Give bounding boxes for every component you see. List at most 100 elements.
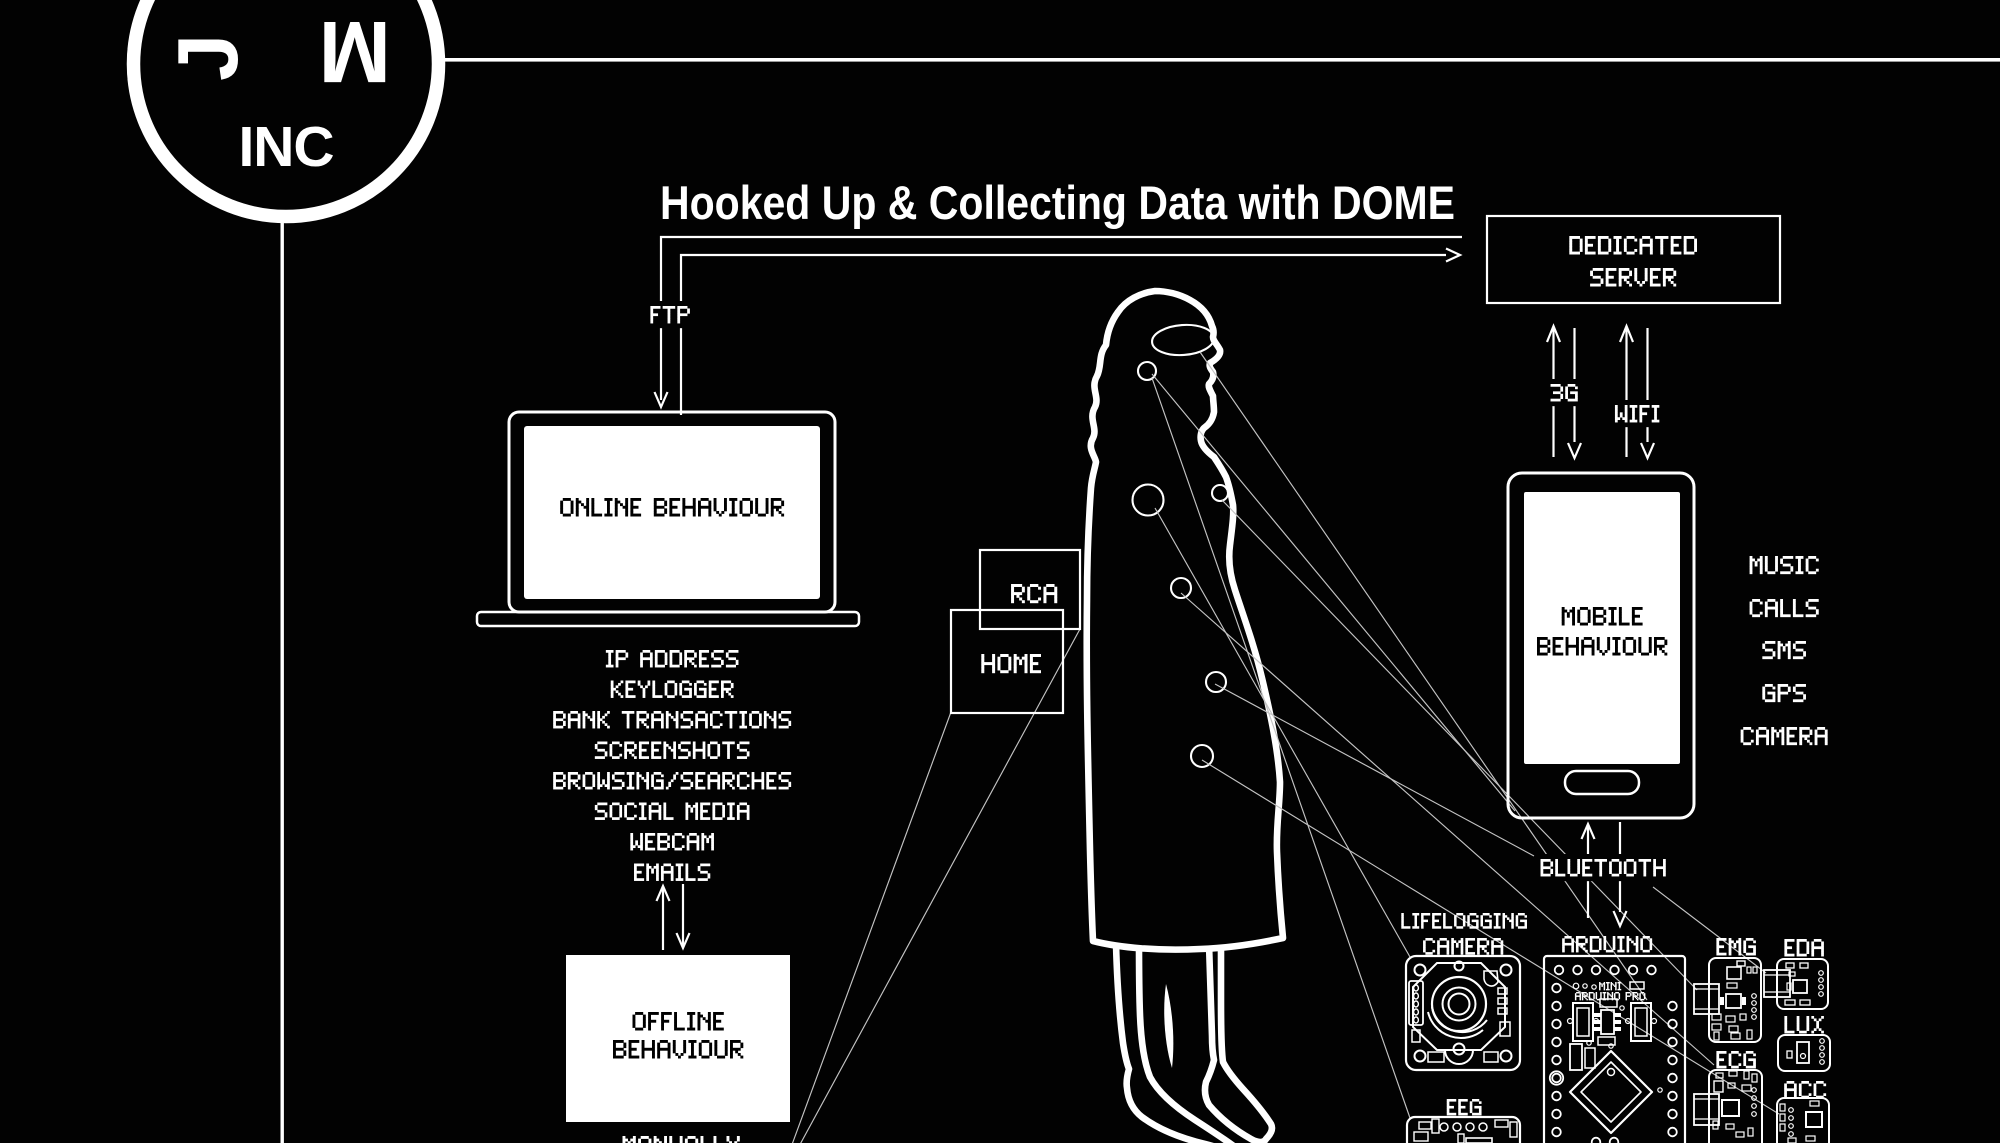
- acc-board: [1776, 1097, 1830, 1143]
- arduino-hole: [1551, 1018, 1562, 1030]
- line-thigh-to-acc: [1201, 759, 1780, 1115]
- arduino-component: [1634, 1007, 1648, 1037]
- camera-pad: [1412, 1008, 1420, 1016]
- arduino-hole: [1590, 964, 1602, 976]
- lux-chip: [1796, 1041, 1810, 1064]
- arduino-mcu-diamond: [1568, 1049, 1654, 1135]
- ecg-pad: [1728, 1070, 1738, 1077]
- arduino-chip-leg: [1594, 1027, 1601, 1031]
- left-vertical-rule: [280, 210, 284, 1143]
- arduino-label: [1562, 936, 1653, 953]
- arduino-dot: [1586, 1040, 1592, 1046]
- bluetooth-label: [1534, 854, 1672, 882]
- ecg-hole: [1751, 1095, 1757, 1101]
- sensor-marker-head: [1151, 323, 1215, 357]
- emg-pad: [1728, 1025, 1739, 1033]
- arduino-chip-leg: [1614, 1013, 1621, 1017]
- ecg-pad: [1715, 1072, 1724, 1079]
- acc-pad: [1779, 1103, 1786, 1112]
- eda-hole: [1818, 970, 1824, 976]
- camera-component: [1497, 1007, 1508, 1015]
- arduino-hole: [1551, 982, 1562, 994]
- silhouette-body: [1083, 287, 1287, 953]
- ftp-link: [653, 235, 1463, 415]
- emg-pad: [1739, 1013, 1747, 1021]
- ecg-label: [1716, 1051, 1756, 1069]
- eda-pad: [1785, 962, 1795, 969]
- arrowhead-bt-down: [1612, 910, 1628, 929]
- arduino-chip-legs: [1594, 1013, 1621, 1031]
- home-box: [949, 608, 1065, 715]
- arduino-chip-leg: [1614, 1027, 1621, 1031]
- arduino-hole: [1667, 1090, 1678, 1102]
- camera-pcb: [1404, 954, 1522, 1072]
- arduino-dot: [1650, 1017, 1658, 1025]
- arduino-mcu-diamond-inner: [1580, 1061, 1642, 1123]
- arduino-dot: [1657, 1087, 1663, 1093]
- arduino-component: [1569, 1043, 1583, 1071]
- ecg-pad: [1743, 1070, 1750, 1080]
- rca-label: [1011, 584, 1058, 604]
- arduino-hole: [1572, 964, 1583, 976]
- acc-chip: [1805, 1111, 1823, 1128]
- eda-label: [1784, 939, 1824, 957]
- emg-hole: [1751, 1000, 1757, 1006]
- phone-screen-label: [1537, 637, 1668, 656]
- arduino-resistor: [1597, 1036, 1616, 1046]
- ecg-pad: [1747, 1127, 1754, 1137]
- emg-connector: [1693, 983, 1720, 1015]
- arduino-component: [1576, 1007, 1590, 1037]
- ecg-pad: [1751, 1073, 1758, 1083]
- camera-lens-mid: [1441, 986, 1477, 1022]
- arduino-chip: [1600, 1009, 1615, 1035]
- camera-lens-barrel-arc2: [1427, 1011, 1484, 1040]
- arrowhead-up: [655, 883, 671, 902]
- arduino-hole: [1667, 1036, 1678, 1048]
- camera-component: [1497, 997, 1508, 1005]
- line-waist-to-ecg: [1180, 592, 1715, 1066]
- eeg-pad: [1494, 1119, 1509, 1128]
- camera-component: [1427, 1051, 1445, 1063]
- laptop-data-item: [605, 650, 739, 668]
- eda-chip: [1792, 979, 1808, 994]
- arduino-holes: [1548, 964, 1678, 1143]
- lux-hole: [1819, 1052, 1825, 1058]
- phone-feature: [1749, 599, 1819, 618]
- company-logo: J M INC: [126, 0, 446, 224]
- line-shoulder-to-emg: [1221, 499, 1698, 991]
- logo-letter-j: J: [161, 34, 256, 81]
- arrowhead-wifi-up: [1618, 323, 1635, 343]
- laptop-data-item: [594, 741, 750, 759]
- ecg-hole: [1751, 1103, 1757, 1109]
- eeg-pcb: [1405, 1115, 1522, 1143]
- offline-label: [613, 1040, 744, 1059]
- ecg-chip: [1721, 1099, 1740, 1117]
- acc-pad: [1779, 1113, 1786, 1122]
- camera-label: [1423, 938, 1504, 955]
- line-eye-to-eeg: [1151, 377, 1411, 1119]
- connector-lines: [791, 351, 1780, 1143]
- laptop: [475, 410, 861, 628]
- emg-pad: [1742, 997, 1746, 1005]
- camera-pad: [1412, 1016, 1420, 1024]
- eeg-pad: [1509, 1121, 1518, 1138]
- body-sensor-markers: [1131, 323, 1230, 769]
- line-home-to-manual: [791, 711, 952, 1143]
- ecg-pad: [1735, 1131, 1745, 1138]
- sensor-marker-chest: [1131, 483, 1165, 517]
- ecg-pcb: [1708, 1069, 1763, 1143]
- arduino-board: [1542, 954, 1687, 1143]
- acc-hole: [1788, 1131, 1794, 1137]
- phone-body: [1506, 471, 1696, 820]
- camera-component: [1483, 1051, 1499, 1063]
- top-horizontal-rule: [440, 58, 2000, 62]
- line-eye-to-phone: [1151, 373, 1516, 812]
- eda-pad: [1799, 962, 1809, 969]
- camera-bottom-mount: [1452, 1042, 1466, 1056]
- mobile-phone: [1506, 471, 1696, 820]
- pixel-labels: [553, 236, 1828, 1143]
- 3g-label: [1544, 379, 1584, 407]
- ecg-hole: [1751, 1087, 1757, 1093]
- sensor-marker-thigh: [1189, 743, 1215, 769]
